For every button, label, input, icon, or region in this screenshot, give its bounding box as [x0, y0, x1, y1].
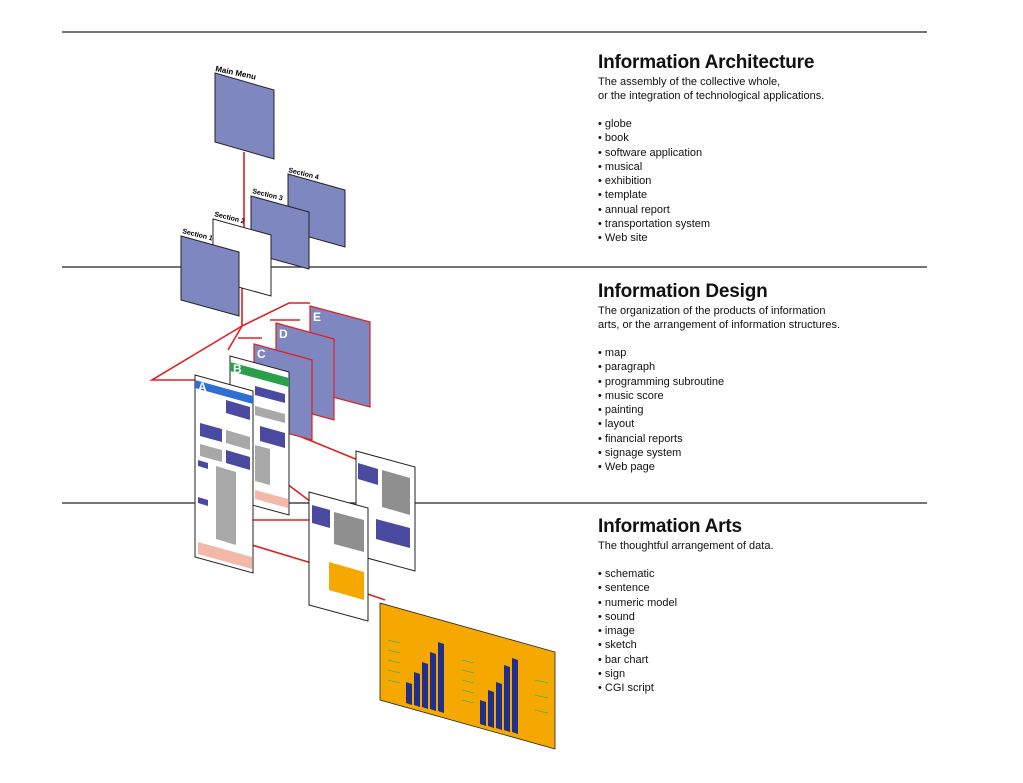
list-item: sign — [598, 667, 998, 681]
document-page-left — [308, 491, 369, 622]
list-item: schematic — [598, 567, 998, 581]
list-item: paragraph — [598, 360, 998, 374]
list-item: CGI script — [598, 681, 998, 695]
document-page-right — [355, 450, 416, 572]
section-title: Information Architecture — [598, 52, 815, 73]
page-b-letter: B — [233, 362, 242, 376]
list-item: annual report — [598, 203, 998, 217]
section-title: Information Design — [598, 281, 768, 302]
list-item: map — [598, 346, 998, 360]
section-subtitle: The assembly of the collective whole, or… — [598, 76, 825, 102]
page-e-letter: E — [313, 310, 321, 324]
list-item: sound — [598, 610, 998, 624]
bar-chart-panel — [379, 602, 556, 750]
list-item: exhibition — [598, 174, 998, 188]
section-subtitle: The organization of the products of info… — [598, 305, 841, 331]
section-1-panel — [180, 235, 240, 317]
list-item: software application — [598, 146, 998, 160]
list-item: programming subroutine — [598, 375, 998, 389]
list-item: transportation system — [598, 217, 998, 231]
list-item: book — [598, 131, 998, 145]
list-item: template — [598, 188, 998, 202]
list-item: painting — [598, 403, 998, 417]
main-menu-panel — [214, 72, 275, 160]
section-subtitle: The thoughtful arrangement of data. — [598, 540, 774, 552]
list-item: musical — [598, 160, 998, 174]
list-item: image — [598, 624, 998, 638]
bar-chart-gridlines — [387, 639, 549, 714]
list-item: sketch — [598, 638, 998, 652]
list-item: financial reports — [598, 432, 998, 446]
section-title: Information Arts — [598, 516, 742, 537]
list-item: Web site — [598, 231, 998, 245]
section-list: schematic sentence numeric model sound i… — [598, 567, 998, 696]
list-item: music score — [598, 389, 998, 403]
section-list: globe book software application musical … — [598, 117, 998, 246]
list-item: globe — [598, 117, 998, 131]
page-d-letter: D — [279, 327, 288, 341]
list-item: numeric model — [598, 596, 998, 610]
list-item: bar chart — [598, 653, 998, 667]
list-item: signage system — [598, 446, 998, 460]
section-information-arts: Information Arts The thoughtful arrangem… — [598, 516, 998, 696]
section-information-design: Information Design The organization of t… — [598, 281, 998, 475]
page-c-letter: C — [257, 347, 266, 361]
bar-chart-bars — [406, 642, 518, 734]
list-item: layout — [598, 417, 998, 431]
page-a-letter: A — [198, 380, 207, 394]
section-information-architecture: Information Architecture The assembly of… — [598, 52, 998, 246]
list-item: sentence — [598, 581, 998, 595]
list-item: Web page — [598, 460, 998, 474]
section-list: map paragraph programming subroutine mus… — [598, 346, 998, 475]
page-a-panel — [194, 374, 254, 574]
